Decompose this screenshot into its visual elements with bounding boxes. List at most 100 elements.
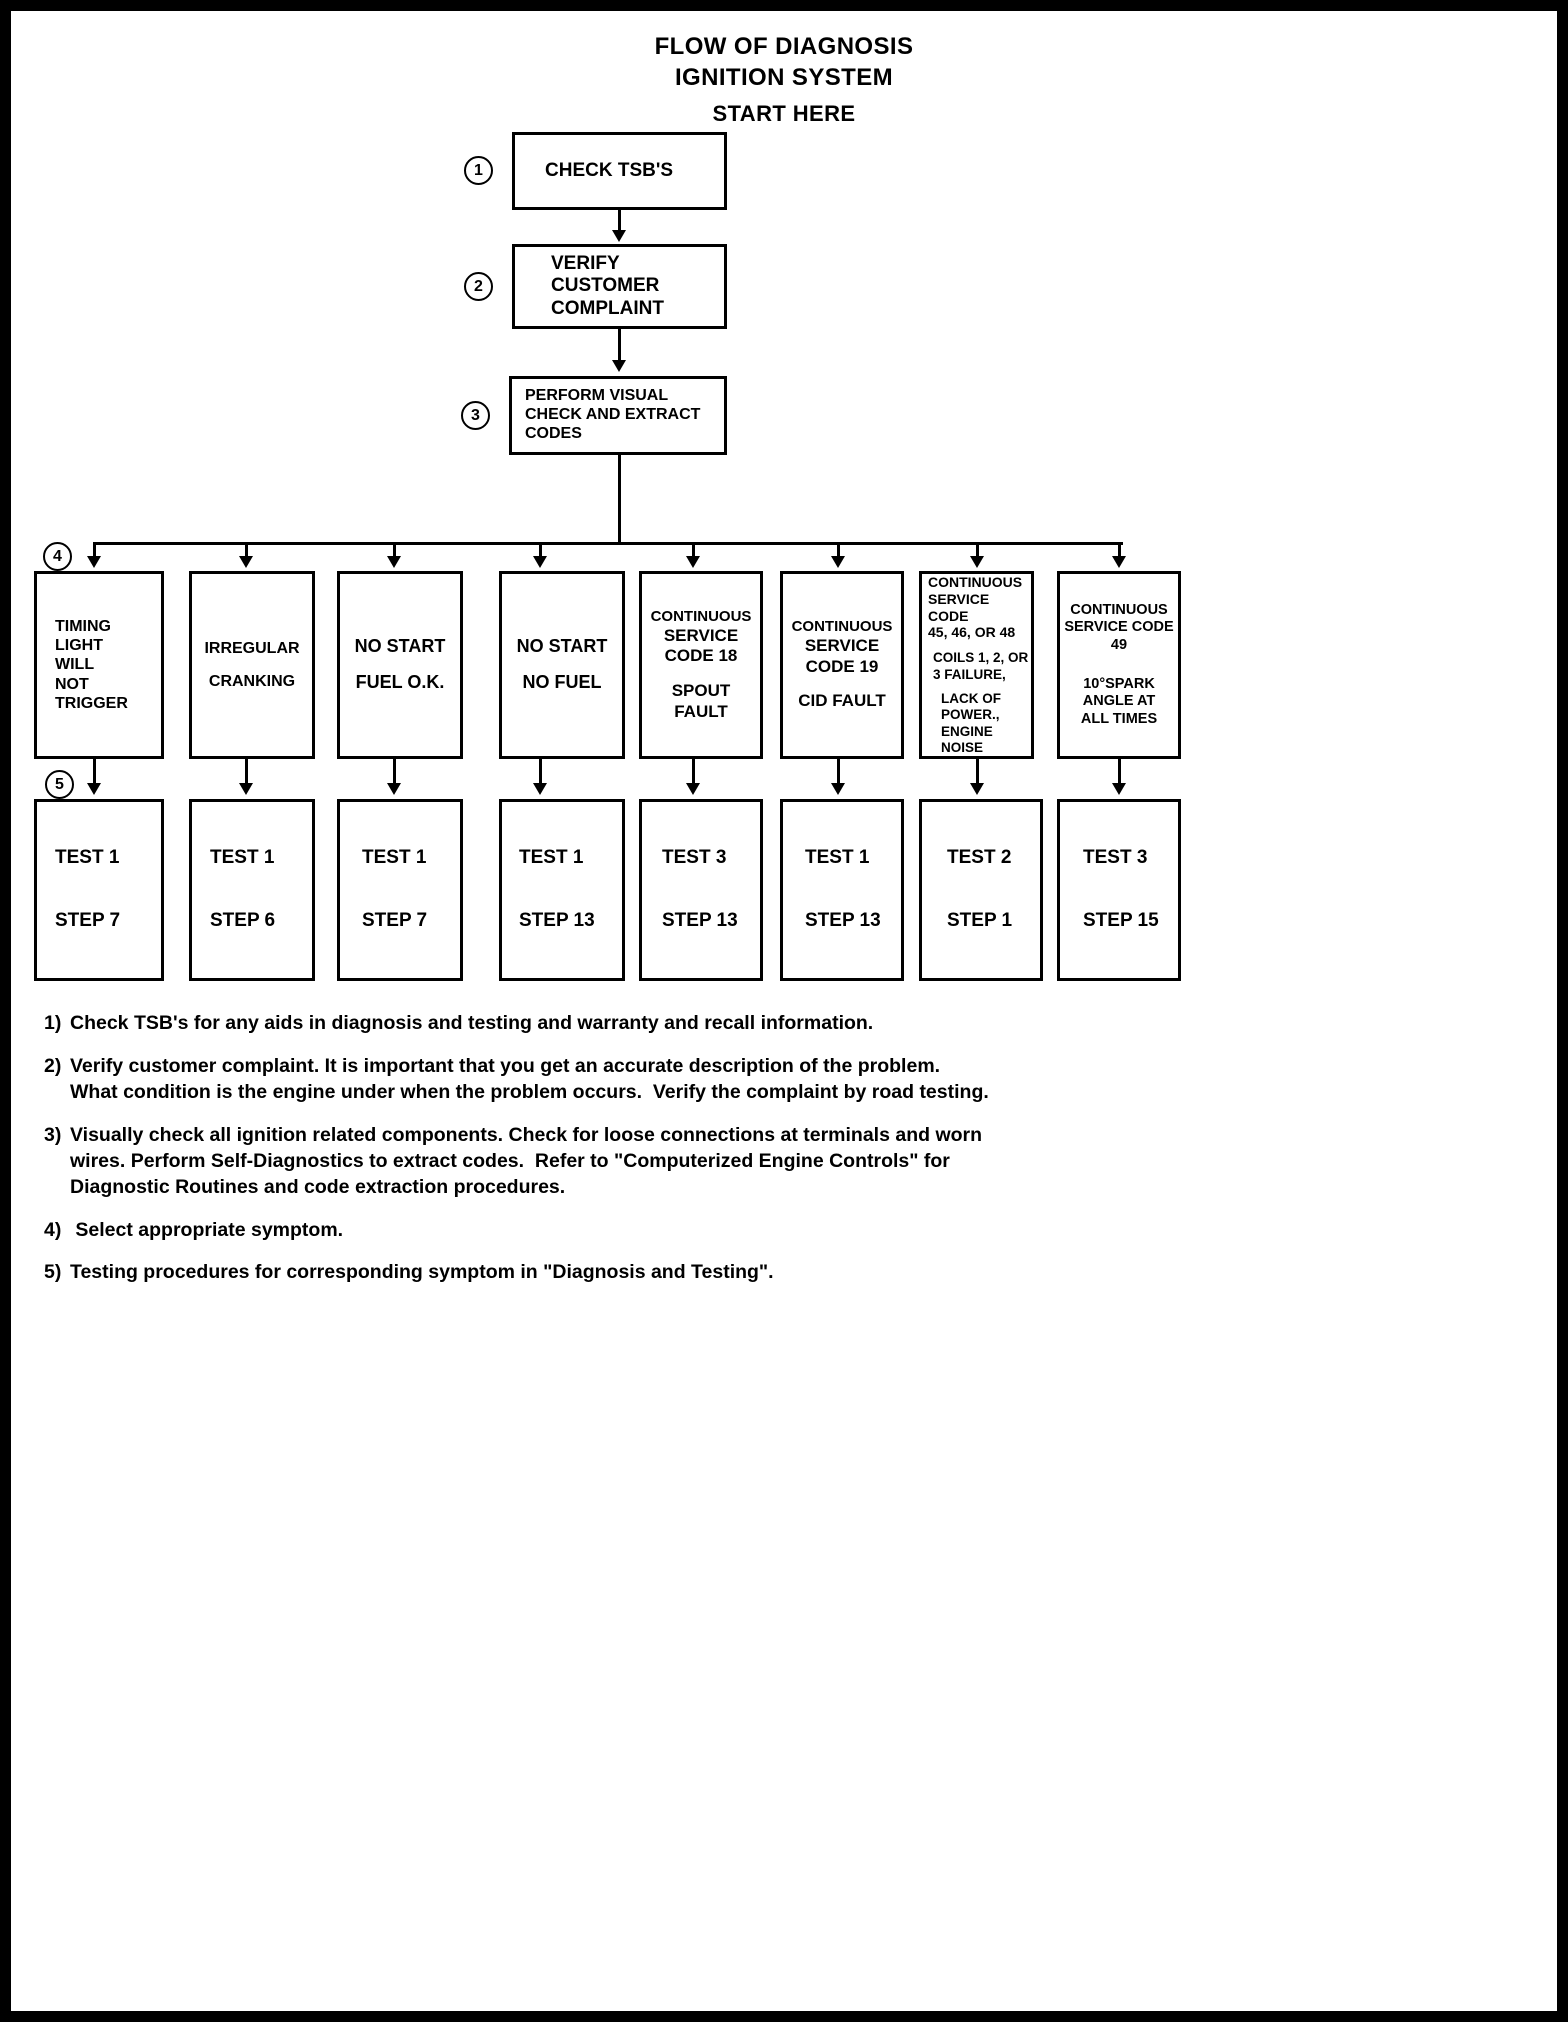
symptom-line: CONTINUOUS xyxy=(650,608,752,626)
test-box-test-2-step-1: TEST 2 STEP 1 xyxy=(919,799,1043,981)
drop-line-symptom-6 xyxy=(976,542,979,558)
footnote-number: 2) xyxy=(44,1054,62,1077)
arrowhead-symptom-0 xyxy=(87,556,101,568)
arrowhead-test-0 xyxy=(87,783,101,795)
arrowhead-test-2 xyxy=(387,783,401,795)
symptom-line: NO FUEL xyxy=(522,672,602,693)
test-label: TEST 2 xyxy=(947,847,1012,869)
footnote-body: Visually check all ignition related comp… xyxy=(70,1123,1464,1201)
connector-visual-to-bus xyxy=(618,455,621,545)
distribution-bus xyxy=(93,542,1123,545)
test-box-test-3-step-15: TEST 3 STEP 15 xyxy=(1057,799,1181,981)
footnote-line: What condition is the engine under when … xyxy=(70,1080,989,1103)
footnote-1: 1) Check TSB's for any aids in diagnosis… xyxy=(44,1011,1464,1037)
flow-box-verify-complaint-line-2: CUSTOMER xyxy=(551,275,660,297)
test-box-test-1-step-13b: TEST 1 STEP 13 xyxy=(780,799,904,981)
step-label: STEP 13 xyxy=(662,910,738,931)
start-here-label: START HERE xyxy=(712,101,856,126)
step-label: STEP 13 xyxy=(805,910,881,931)
symptom-line: ENGINE xyxy=(941,723,993,739)
step-label: STEP 7 xyxy=(55,910,121,931)
arrowhead-test-6 xyxy=(970,783,984,795)
flow-box-visual-check-line-2: CHECK AND EXTRACT xyxy=(525,406,701,424)
symptom-line: SPOUT xyxy=(671,681,731,701)
test-label: TEST 1 xyxy=(55,847,120,869)
symptom-line: NOT xyxy=(55,675,89,693)
symptom-line: NO START xyxy=(354,636,446,657)
step-marker-2: 2 xyxy=(464,272,493,301)
step-label: STEP 6 xyxy=(210,910,276,931)
arrowhead-test-7 xyxy=(1112,783,1126,795)
footnotes: 1) Check TSB's for any aids in diagnosis… xyxy=(44,1011,1464,1303)
arrowhead-to-visual xyxy=(612,360,626,372)
arrowhead-symptom-7 xyxy=(1112,556,1126,568)
connector-symptom-2-to-test xyxy=(393,759,396,785)
arrowhead-symptom-2 xyxy=(387,556,401,568)
symptom-line: ANGLE AT xyxy=(1082,693,1156,710)
flow-box-verify-complaint-line-1: VERIFY xyxy=(551,252,620,274)
drop-line-symptom-1 xyxy=(245,542,248,558)
footnote-number: 1) xyxy=(44,1012,62,1034)
symptom-line: SERVICE CODE xyxy=(928,590,990,624)
connector-verify-to-visual xyxy=(618,329,621,362)
symptom-box-timing-light: TIMING LIGHT WILL NOT TRIGGER xyxy=(34,571,164,759)
symptom-line: SERVICE xyxy=(804,636,880,656)
footnote-number: 4) xyxy=(44,1218,62,1241)
page-subtitle-ignition-system: IGNITION SYSTEM xyxy=(674,64,893,91)
test-box-test-1-step-6: TEST 1 STEP 6 xyxy=(189,799,315,981)
symptom-box-no-start-fuel-ok: NO START FUEL O.K. xyxy=(337,571,463,759)
footnote-body: Verify customer complaint. It is importa… xyxy=(70,1054,1464,1106)
step-marker-5: 5 xyxy=(45,770,74,799)
symptom-box-code-18-spout: CONTINUOUS SERVICE CODE 18 SPOUT FAULT xyxy=(639,571,763,759)
flow-box-check-tsbs-line-1: CHECK TSB'S xyxy=(545,159,674,181)
connector-symptom-7-to-test xyxy=(1118,759,1121,785)
test-box-test-1-step-13: TEST 1 STEP 13 xyxy=(499,799,625,981)
symptom-line: FUEL O.K. xyxy=(355,672,445,693)
step-label: STEP 15 xyxy=(1083,910,1159,931)
test-label: TEST 1 xyxy=(210,847,275,869)
connector-symptom-5-to-test xyxy=(837,759,840,785)
footnote-line: Visually check all ignition related comp… xyxy=(70,1123,983,1146)
symptom-line: 49 xyxy=(1110,636,1128,653)
symptom-line: CONTINUOUS xyxy=(1070,601,1168,618)
symptom-line: NOISE xyxy=(941,739,984,755)
footnote-line: wires. Perform Self-Diagnostics to extra… xyxy=(70,1149,950,1172)
step-label: STEP 1 xyxy=(947,910,1013,931)
symptom-line: LACK OF xyxy=(941,691,1001,707)
step-label: STEP 7 xyxy=(362,910,428,931)
footnote-4: 4) Select appropriate symptom. xyxy=(44,1218,1464,1244)
arrowhead-symptom-1 xyxy=(239,556,253,568)
flow-box-verify-complaint: VERIFY CUSTOMER COMPLAINT xyxy=(512,244,727,329)
footnote-body: Select appropriate symptom. xyxy=(70,1218,1464,1244)
connector-symptom-3-to-test xyxy=(539,759,542,785)
flow-box-visual-check-line-3: CODES xyxy=(525,424,582,442)
connector-check-to-verify xyxy=(618,210,621,232)
symptom-line: 3 FAILURE, xyxy=(933,666,1006,682)
arrowhead-test-5 xyxy=(831,783,845,795)
footnote-body: Check TSB's for any aids in diagnosis an… xyxy=(70,1011,1464,1037)
arrowhead-test-4 xyxy=(686,783,700,795)
symptom-line: TRIGGER xyxy=(55,694,128,712)
symptom-line: CODE 18 xyxy=(664,646,738,666)
arrowhead-symptom-5 xyxy=(831,556,845,568)
connector-symptom-6-to-test xyxy=(976,759,979,785)
symptom-line: 10°SPARK xyxy=(1083,676,1155,692)
drop-line-symptom-5 xyxy=(837,542,840,558)
footnote-5: 5) Testing procedures for corresponding … xyxy=(44,1260,1464,1286)
symptom-line: CONTINUOUS xyxy=(928,574,1023,590)
drop-line-symptom-3 xyxy=(539,542,542,558)
arrowhead-symptom-4 xyxy=(686,556,700,568)
flow-box-check-tsbs: CHECK TSB'S xyxy=(512,132,727,210)
symptom-line: LIGHT xyxy=(55,637,103,655)
arrowhead-symptom-3 xyxy=(533,556,547,568)
arrowhead-symptom-6 xyxy=(970,556,984,568)
drop-line-symptom-2 xyxy=(393,542,396,558)
diagram-canvas: FLOW OF DIAGNOSIS IGNITION SYSTEM START … xyxy=(11,11,1557,2011)
drop-line-symptom-4 xyxy=(692,542,695,558)
symptom-line: CODE 19 xyxy=(805,656,879,676)
symptom-line: CRANKING xyxy=(208,673,296,691)
drop-line-symptom-7 xyxy=(1118,542,1121,558)
symptom-box-code-45-46-48: CONTINUOUS SERVICE CODE 45, 46, OR 48 CO… xyxy=(919,571,1034,759)
drop-line-symptom-0 xyxy=(93,542,96,558)
